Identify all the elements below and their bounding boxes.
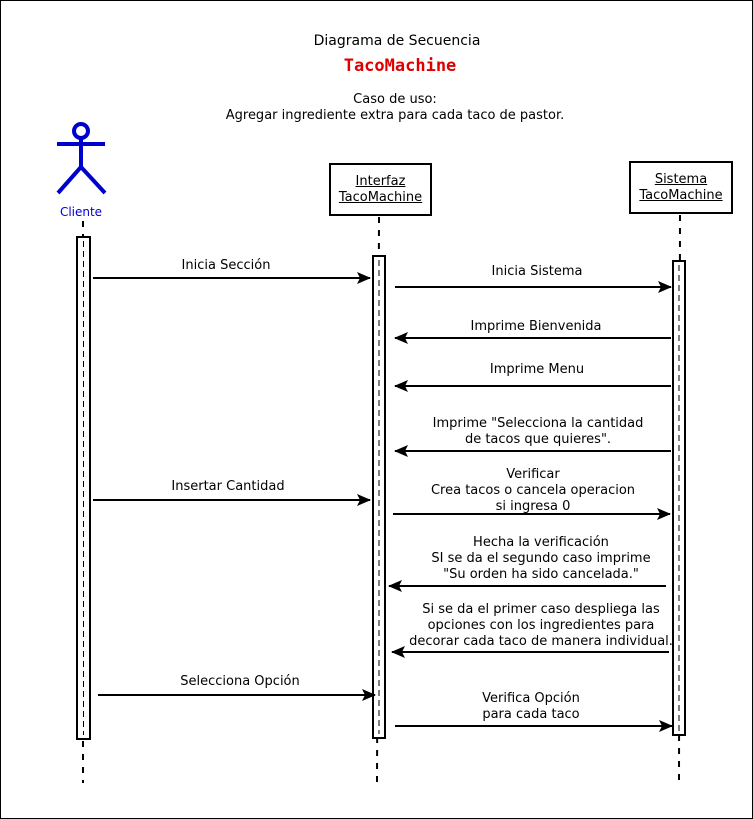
diagram-title: Diagrama de Secuencia <box>313 33 481 49</box>
message-label: Selecciona Opción <box>180 674 300 689</box>
use-case-label: Caso de uso: <box>353 92 437 107</box>
message-label: Si se da el primer caso despliega las op… <box>409 602 673 649</box>
message-label: Imprime Bienvenida <box>470 319 602 334</box>
stick-figure-icon <box>56 122 107 195</box>
message-label: Inicia Sección <box>181 258 271 273</box>
message-label: Verificar Crea tacos o cancela operacion… <box>430 467 636 514</box>
participant-sistema-line1: Sistema <box>654 171 708 187</box>
participant-interfaz-line1: Interfaz <box>355 173 406 189</box>
activation-bar-cliente <box>76 236 91 740</box>
message-label: Imprime Menu <box>489 362 585 377</box>
app-name: TacoMachine <box>343 56 457 76</box>
participant-sistema: Sistema TacoMachine <box>629 161 733 214</box>
activation-bar-interfaz <box>372 255 386 739</box>
message-label: Imprime "Selecciona la cantidad de tacos… <box>432 416 644 447</box>
activation-bar-sistema <box>672 260 686 736</box>
participant-sistema-line2: TacoMachine <box>639 187 723 203</box>
message-label: Insertar Cantidad <box>171 479 285 494</box>
actor-label-cliente: Cliente <box>59 205 103 219</box>
participant-interfaz: Interfaz TacoMachine <box>329 163 432 216</box>
message-label: Verifica Opción para cada taco <box>482 691 580 722</box>
message-label: Hecha la verificación SI se da el segund… <box>431 535 651 582</box>
message-label: Inicia Sistema <box>491 264 583 279</box>
participant-interfaz-line2: TacoMachine <box>338 189 423 205</box>
use-case-text: Agregar ingrediente extra para cada taco… <box>225 108 565 123</box>
